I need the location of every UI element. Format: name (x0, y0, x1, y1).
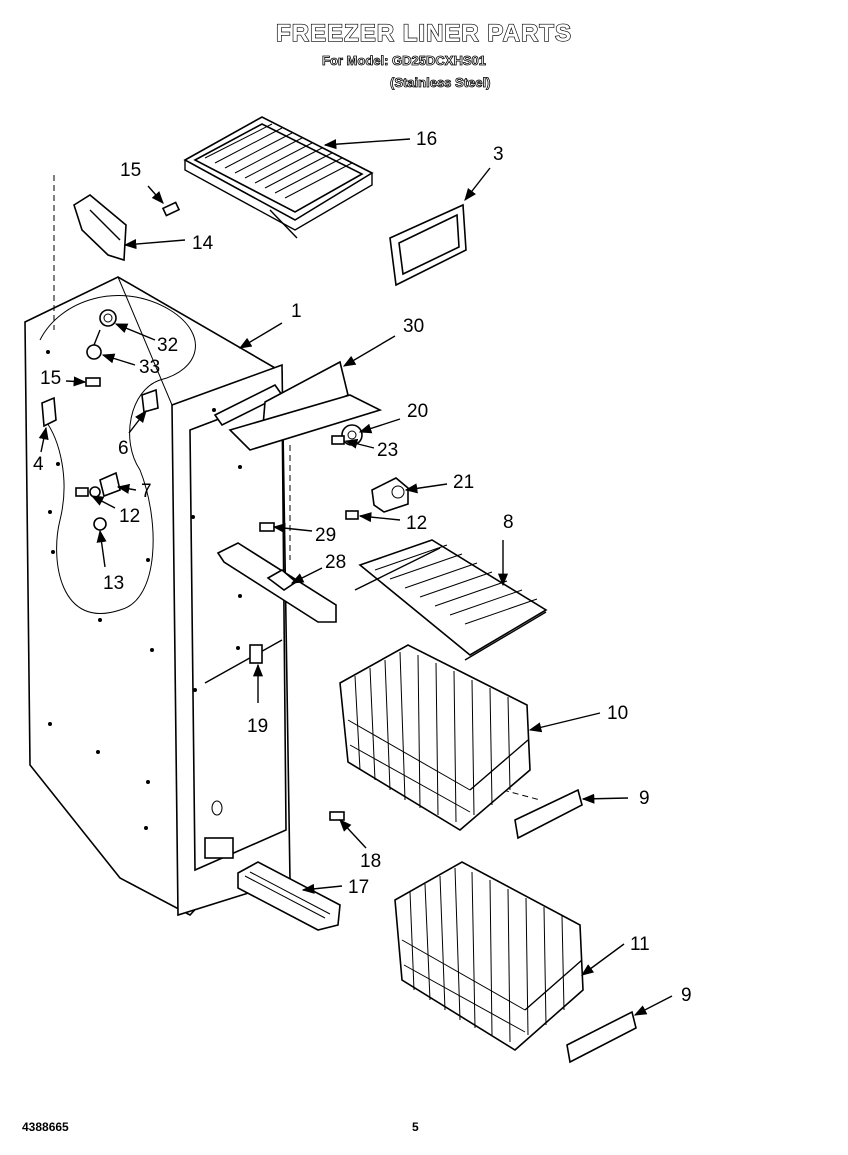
bracket-14 (73, 194, 127, 262)
callout-labels: 16 3 15 14 1 30 32 33 15 20 23 6 4 21 7 … (33, 129, 692, 1006)
air-duct-30 (228, 360, 383, 451)
wire-shelf-8 (354, 539, 548, 661)
screw-12-right (345, 510, 359, 520)
callout-label: 19 (247, 716, 268, 737)
screw-23 (331, 435, 345, 445)
rail-28 (216, 542, 337, 623)
bulb-33 (86, 329, 102, 360)
callout-label: 6 (118, 438, 129, 459)
basket-trim-9-upper (514, 788, 583, 840)
document-number: 4388665 (22, 1120, 69, 1134)
callout-label: 8 (503, 512, 514, 533)
callout-label: 12 (406, 513, 427, 534)
callout-label: 33 (139, 357, 160, 378)
page-number: 5 (412, 1120, 419, 1134)
callout-label: 9 (681, 985, 692, 1006)
callout-label: 7 (141, 481, 152, 502)
plug-13 (93, 517, 107, 531)
callout-label: 12 (119, 506, 140, 527)
basket-trim-9-lower (566, 1010, 637, 1064)
leader-dash (502, 789, 541, 801)
screw-12-left (89, 486, 101, 498)
callout-label: 3 (493, 144, 504, 165)
callout-label: 17 (348, 877, 369, 898)
shelf-grille-16 (183, 116, 374, 239)
callout-label: 29 (315, 525, 336, 546)
callout-label: 10 (607, 703, 628, 724)
leader-lines (38, 138, 673, 1016)
callout-label: 9 (639, 788, 650, 809)
screw-29 (259, 522, 275, 532)
grille-17 (237, 861, 341, 931)
callout-label: 16 (416, 129, 437, 150)
callout-label: 32 (157, 335, 178, 356)
callout-label: 15 (120, 160, 141, 181)
wire-basket-11 (394, 861, 584, 1051)
clip-19 (249, 644, 263, 664)
panel-3 (389, 203, 467, 287)
screw-15-top (161, 201, 181, 217)
bracket-4 (41, 396, 57, 428)
socket-32 (99, 309, 117, 327)
callout-label: 28 (325, 552, 346, 573)
screw-15-left (85, 377, 101, 387)
wiring-harness (39, 295, 196, 614)
screw-18 (329, 811, 345, 821)
callout-label: 20 (407, 401, 428, 422)
page-title: FREEZER LINER PARTS (275, 19, 572, 47)
clip-6 (141, 388, 159, 414)
finish-variant: (Stainless Steel) (390, 75, 491, 91)
callout-label: 30 (403, 316, 424, 337)
callout-label: 18 (360, 851, 381, 872)
wire-basket-10 (339, 644, 531, 831)
callout-label: 23 (377, 440, 398, 461)
callout-label: 1 (291, 301, 302, 322)
callout-label: 11 (630, 934, 650, 955)
callout-label: 14 (192, 233, 214, 254)
model-subtitle: For Model: GD25DCXHS01 (322, 53, 487, 69)
control-21 (371, 477, 409, 513)
callout-label: 15 (40, 368, 61, 389)
callout-label: 4 (33, 454, 44, 475)
callout-label: 21 (453, 472, 474, 493)
callout-label: 13 (103, 573, 124, 594)
